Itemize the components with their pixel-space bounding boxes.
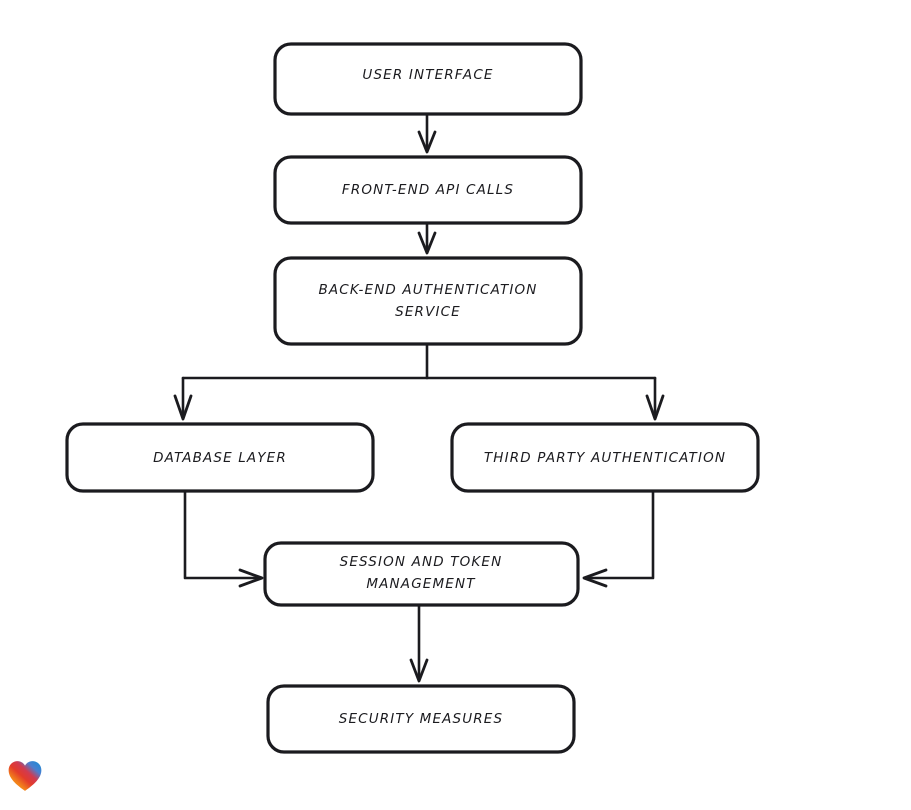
node-back-end-auth-service-label-line1: BACK-END AUTHENTICATION xyxy=(318,282,537,298)
node-database-layer-label: DATABASE LAYER xyxy=(153,450,287,466)
node-session-token-mgmt-label-line2: MANAGEMENT xyxy=(366,576,476,592)
edge-backend-to-third xyxy=(645,376,665,421)
edge-api-to-backend xyxy=(417,221,437,255)
node-database-layer[interactable]: DATABASE LAYER xyxy=(65,422,375,493)
node-session-token-mgmt-label-line1: SESSION AND TOKEN xyxy=(340,554,503,570)
edge-ui-to-api xyxy=(417,112,437,154)
node-front-end-api-calls-label: FRONT-END API CALLS xyxy=(342,182,514,198)
node-user-interface-shape[interactable] xyxy=(273,42,583,116)
node-back-end-auth-service[interactable]: BACK-END AUTHENTICATION SERVICE xyxy=(273,256,583,346)
heart-icon xyxy=(8,761,42,791)
node-back-end-auth-service-shape[interactable] xyxy=(273,256,583,346)
edge-db-to-session xyxy=(183,489,264,588)
node-security-measures[interactable]: SECURITY MEASURES xyxy=(266,684,576,754)
node-security-measures-label: SECURITY MEASURES xyxy=(339,711,503,727)
edge-backend-fork-trunk xyxy=(181,342,657,380)
node-third-party-auth[interactable]: THIRD PARTY AUTHENTICATION xyxy=(450,422,760,493)
edge-session-to-security xyxy=(409,603,429,683)
edge-backend-to-db xyxy=(173,376,193,421)
node-database-layer-shape[interactable] xyxy=(65,422,375,493)
node-front-end-api-calls[interactable]: FRONT-END API CALLS xyxy=(273,155,583,225)
node-session-token-mgmt-shape[interactable] xyxy=(263,541,580,607)
node-session-token-mgmt[interactable]: SESSION AND TOKEN MANAGEMENT xyxy=(263,541,580,607)
node-security-measures-shape[interactable] xyxy=(266,684,576,754)
node-user-interface[interactable]: USER INTERFACE xyxy=(273,42,583,116)
edge-third-to-session xyxy=(582,489,655,588)
node-user-interface-label: USER INTERFACE xyxy=(362,67,493,83)
node-back-end-auth-service-label-line2: SERVICE xyxy=(395,304,461,320)
node-third-party-auth-label: THIRD PARTY AUTHENTICATION xyxy=(484,450,726,466)
node-front-end-api-calls-shape[interactable] xyxy=(273,155,583,225)
node-third-party-auth-shape[interactable] xyxy=(450,422,760,493)
